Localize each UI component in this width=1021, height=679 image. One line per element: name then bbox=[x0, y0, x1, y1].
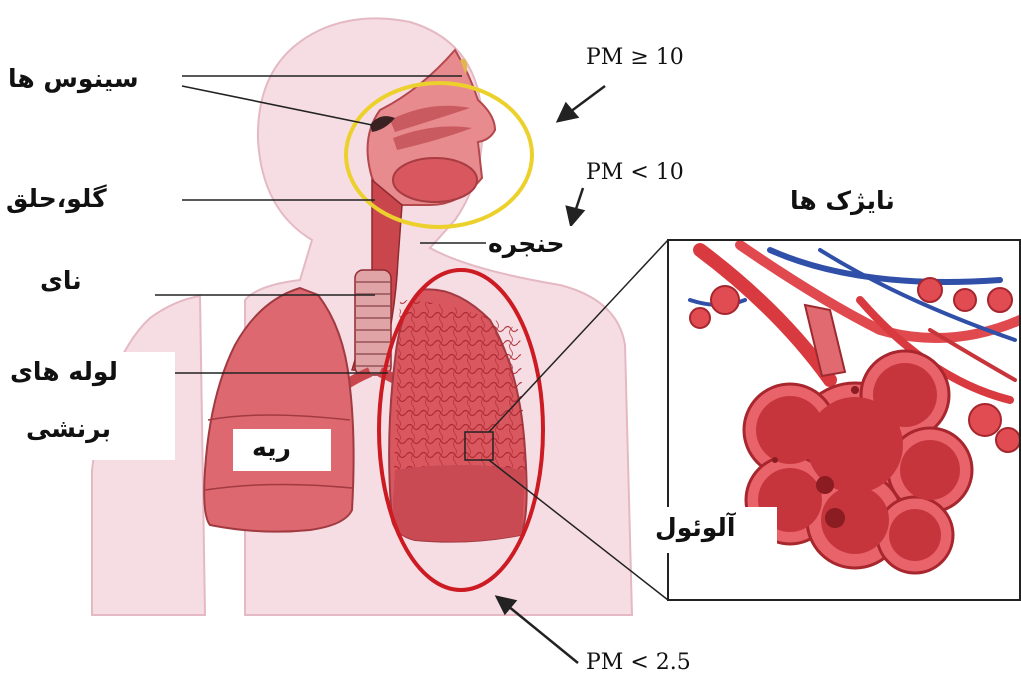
label-bronchi-line2: برنشی bbox=[26, 414, 111, 443]
label-pm-ge-10: PM ≥ 10 bbox=[586, 45, 684, 70]
tongue bbox=[393, 158, 477, 202]
label-lung: ریه bbox=[252, 433, 291, 462]
label-sinuses: سینوس ها bbox=[8, 64, 139, 93]
label-bronchi-line1: لوله های bbox=[10, 357, 118, 386]
label-bronchioles: نایژک ها bbox=[790, 186, 895, 215]
label-pm-lt-10: PM < 10 bbox=[586, 160, 684, 185]
label-trachea: نای bbox=[40, 266, 82, 295]
label-larynx: حنجره bbox=[488, 229, 565, 258]
left-lung bbox=[204, 288, 353, 532]
label-alveolus: آلوئول bbox=[655, 513, 735, 542]
label-pm-lt-2-5: PM < 2.5 bbox=[586, 650, 691, 675]
label-throat: گلو،حلق bbox=[6, 184, 107, 213]
